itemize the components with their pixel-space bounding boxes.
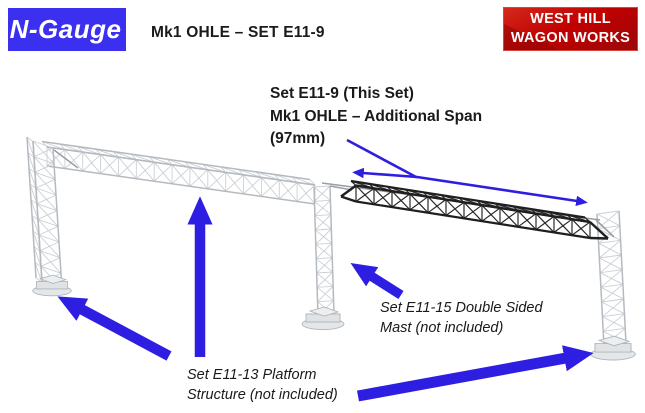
right-base-arrow-icon bbox=[357, 345, 594, 402]
brand-line-2: WAGON WORKS bbox=[510, 30, 631, 46]
left-base-arrow-icon bbox=[57, 296, 172, 361]
mast-base-left bbox=[32, 274, 72, 297]
n-gauge-logo-text: N-Gauge bbox=[9, 14, 122, 44]
annotation-this-set: Set E11-9 (This Set) Mk1 OHLE – Addition… bbox=[270, 83, 482, 151]
n-gauge-logo: N-Gauge bbox=[8, 8, 126, 51]
annotation-this-set-line2: Mk1 OHLE – Additional Span bbox=[270, 107, 483, 125]
annotation-this-set-line1: Set E11-9 (This Set) bbox=[270, 85, 414, 102]
mast-base-right bbox=[590, 335, 636, 361]
brand-line-1: WEST HILL bbox=[530, 11, 611, 27]
brand-badge: WEST HILL WAGON WORKS bbox=[503, 7, 638, 51]
double-sided-mast-arrow-icon bbox=[350, 263, 404, 300]
annotation-platform-structure: Set E11-13 Platform Structure (not inclu… bbox=[187, 366, 338, 405]
annotation-mast-line1: Set E11-15 Double Sided bbox=[380, 300, 543, 316]
product-title: Mk1 OHLE – SET E11-9 bbox=[151, 24, 325, 41]
annotation-platform-line1: Set E11-13 Platform bbox=[187, 367, 317, 383]
annotation-platform-line2: Structure (not included) bbox=[187, 386, 338, 403]
span-leader-line bbox=[346, 138, 418, 179]
annotation-mast-line2: Mast (not included) bbox=[380, 319, 504, 336]
annotation-double-sided-mast: Set E11-15 Double Sided Mast (not includ… bbox=[380, 299, 543, 338]
additional-span-truss bbox=[340, 179, 609, 240]
annotation-this-set-line3: (97mm) bbox=[270, 130, 326, 147]
mast-base-middle bbox=[301, 306, 345, 330]
span-leader-arrow-right-icon bbox=[416, 175, 588, 207]
span-leader-arrow-left-icon bbox=[352, 167, 418, 179]
